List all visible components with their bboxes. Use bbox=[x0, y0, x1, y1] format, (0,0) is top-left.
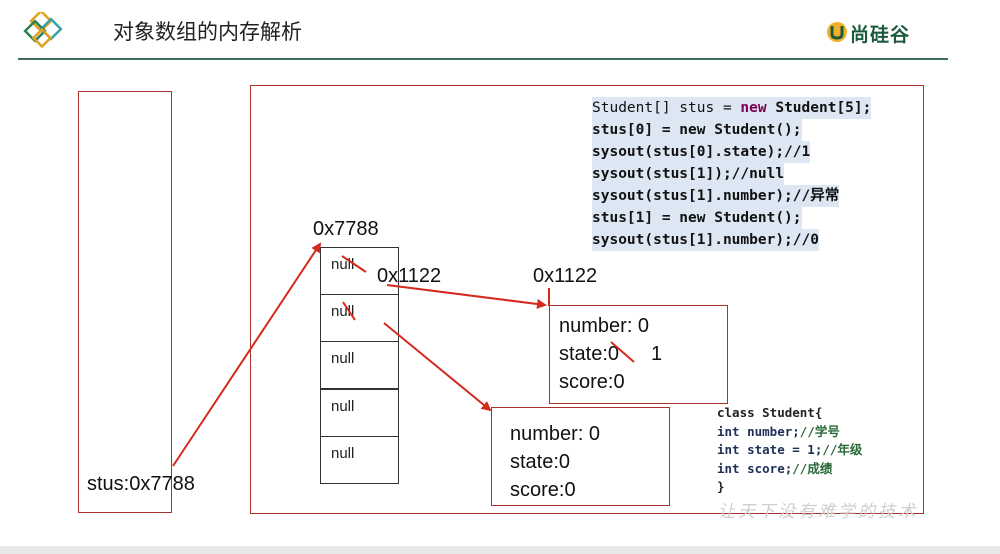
class-field-score: int score;//成绩 bbox=[717, 460, 833, 476]
array-address-label: 0x7788 bbox=[313, 218, 379, 240]
student-object-1: number: 0 state:0 score:0 1 bbox=[549, 305, 728, 404]
watermark-slogan: 让天下没有难学的技术 bbox=[718, 502, 918, 522]
class-definition: class Student{ int number;//学号 int state… bbox=[717, 404, 862, 497]
cell0-pointer-label: 0x1122 bbox=[377, 265, 442, 287]
object2-field-state: state:0 bbox=[510, 451, 571, 473]
code-line-5: sysout(stus[1].number);//异常 bbox=[592, 185, 840, 207]
code-line-3: sysout(stus[0].state);//1 bbox=[592, 141, 811, 163]
object1-state-new-value: 1 bbox=[651, 343, 663, 365]
brand-name: 尚硅谷 bbox=[850, 24, 911, 46]
code-line-7: sysout(stus[1].number);//0 bbox=[592, 229, 819, 251]
class-field-number: int number;//学号 bbox=[717, 423, 840, 439]
strike-cell1-null bbox=[342, 301, 356, 321]
array-cell-4: null bbox=[320, 436, 399, 484]
class-field-state: int state = 1;//年级 bbox=[717, 442, 863, 457]
code-line-2: stus[0] = new Student(); bbox=[592, 119, 802, 141]
array-cell-2: null bbox=[320, 341, 399, 389]
object1-field-number: number: 0 bbox=[559, 315, 650, 337]
object1-address-label: 0x1122 bbox=[533, 265, 598, 287]
strike-state-value bbox=[610, 341, 635, 363]
code-snippet: Student[] stus = new Student[5]; stus[0]… bbox=[592, 97, 872, 251]
object1-field-state: state:0 bbox=[559, 343, 620, 365]
object2-field-number: number: 0 bbox=[510, 423, 601, 445]
stack-variable-stus: stus:0x7788 bbox=[87, 473, 195, 495]
arrow-cell0-to-object1 bbox=[386, 284, 547, 309]
brand-logo-icon bbox=[827, 22, 847, 42]
student-object-2: number: 0 state:0 score:0 bbox=[491, 407, 670, 506]
bottom-bar bbox=[0, 546, 1000, 554]
diamond-logo-icon bbox=[23, 12, 63, 49]
strike-cell0-null bbox=[341, 255, 367, 273]
arrow-stack-to-array bbox=[172, 242, 322, 467]
class-footer: } bbox=[717, 479, 725, 494]
title-divider bbox=[18, 58, 948, 60]
slide-title: 对象数组的内存解析 bbox=[113, 20, 302, 44]
code-line-6: stus[1] = new Student(); bbox=[592, 207, 802, 229]
heap-region bbox=[250, 85, 924, 514]
object2-field-score: score:0 bbox=[510, 479, 576, 501]
object1-field-score: score:0 bbox=[559, 371, 625, 393]
class-header: class Student{ bbox=[717, 405, 823, 420]
code-line-4: sysout(stus[1]);//null bbox=[592, 163, 785, 185]
code-line-1: Student[] stus = new Student[5]; bbox=[592, 97, 872, 119]
arrow-cell1-to-object2 bbox=[383, 322, 492, 412]
stack-region bbox=[78, 91, 172, 513]
